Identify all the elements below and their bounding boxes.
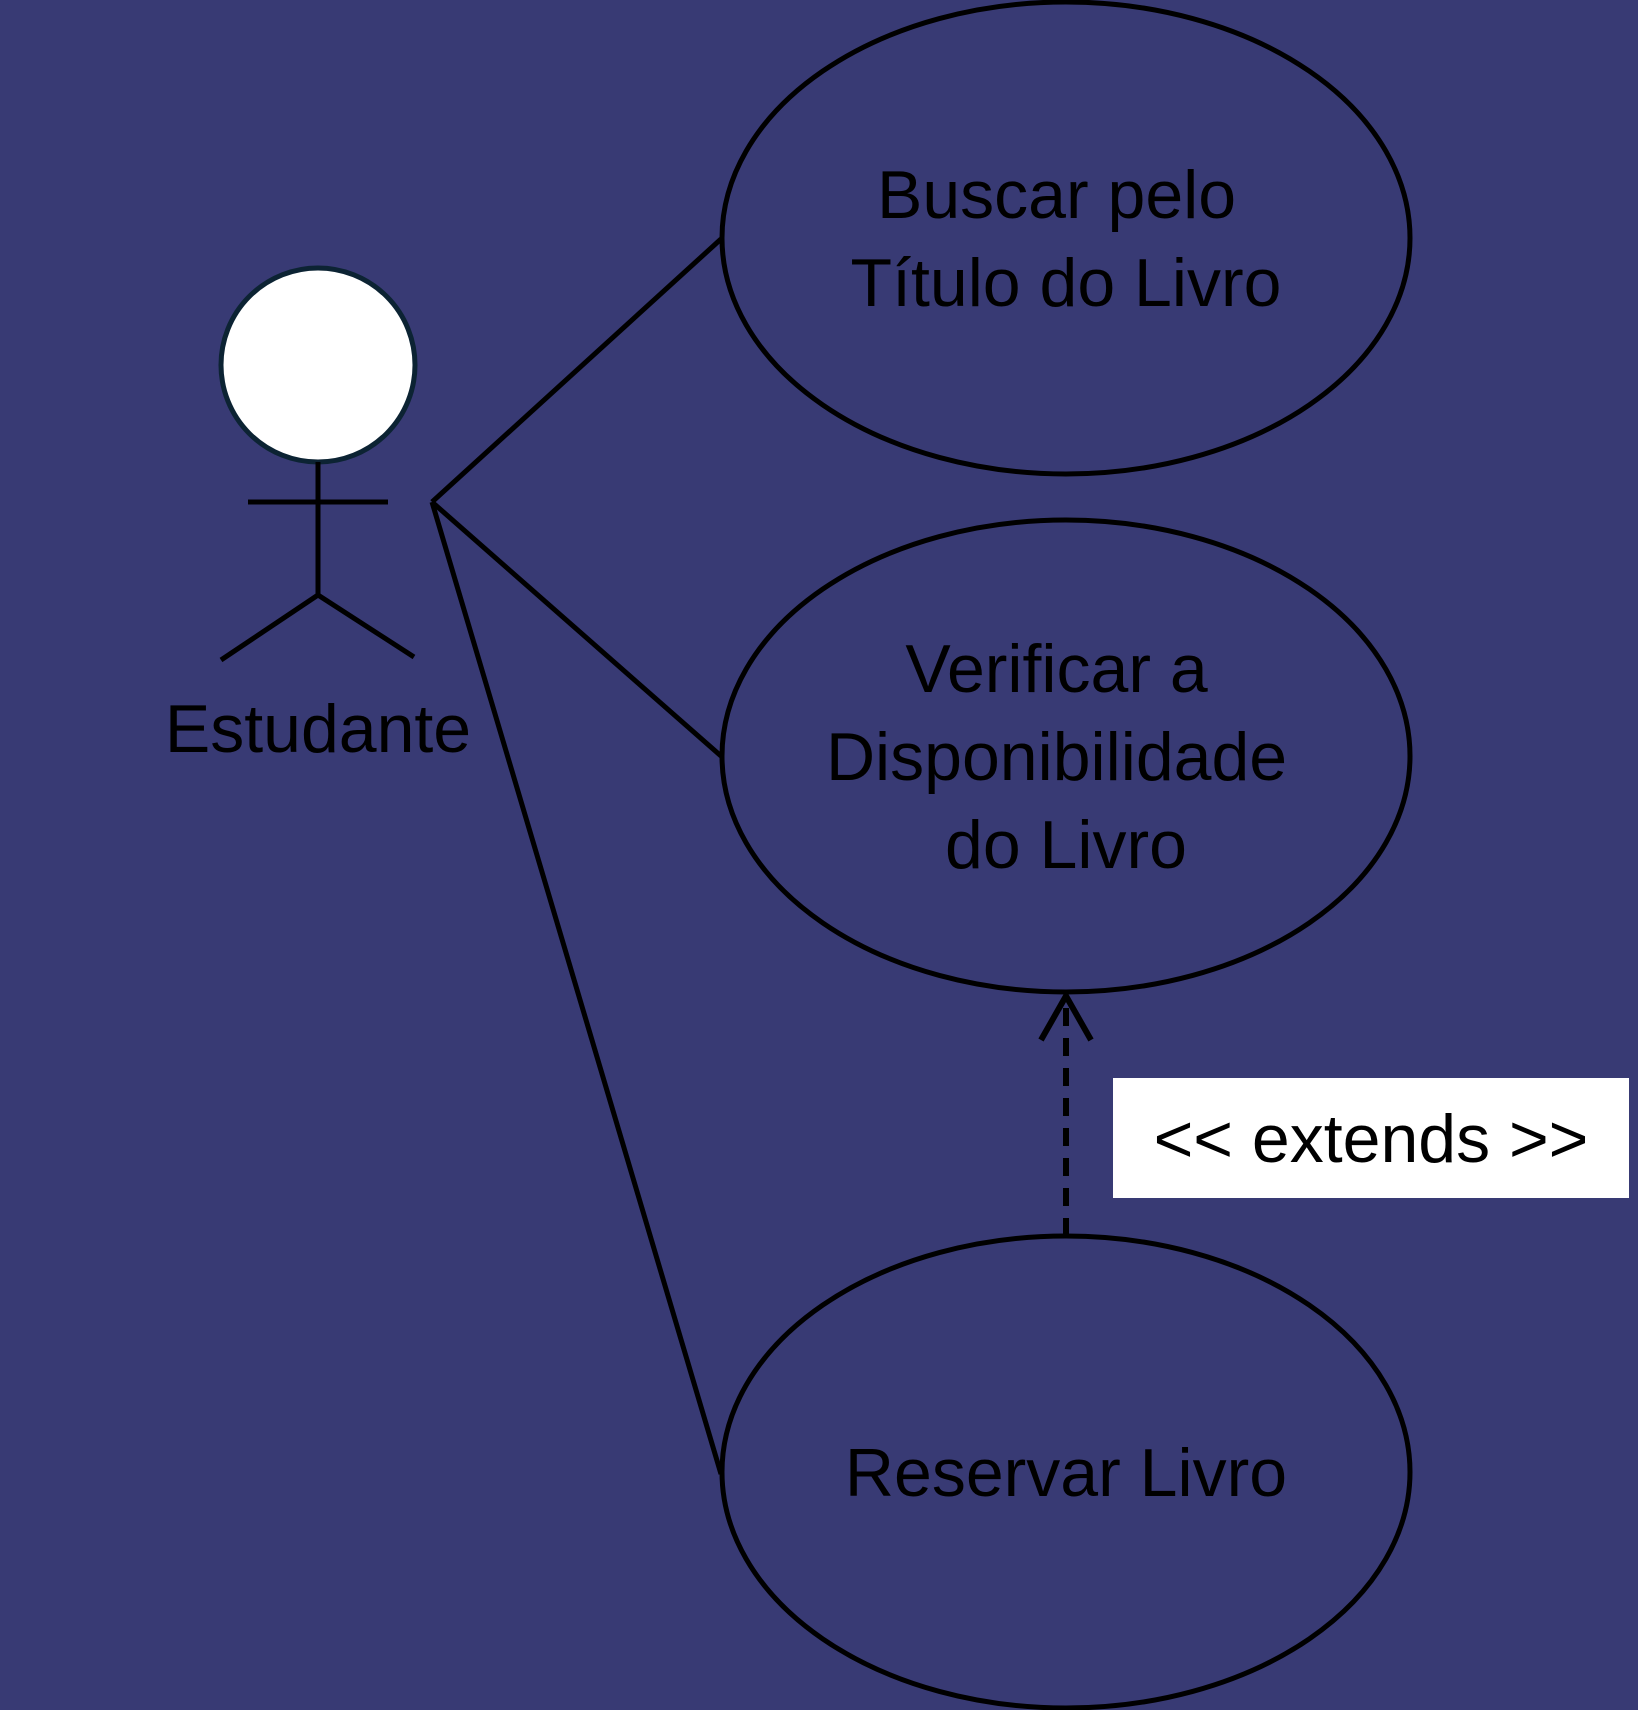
use-case-label-line: Reservar Livro	[845, 1435, 1287, 1511]
use-case-verificar[interactable]: Verificar a Disponibilidade do Livro	[719, 517, 1413, 995]
use-case-buscar[interactable]: Buscar pelo Título do Livro	[719, 0, 1413, 477]
actor-right-leg	[316, 592, 416, 660]
actor-left-leg	[219, 592, 320, 663]
extends-label: << extends >>	[1154, 1101, 1589, 1177]
use-case-label-line: Título do Livro	[851, 245, 1282, 321]
use-case-reservar[interactable]: Reservar Livro	[719, 1233, 1413, 1710]
extends-relationship[interactable]: << extends >>	[1038, 989, 1629, 1236]
association-verificar	[430, 500, 723, 758]
svg-text:Buscar pelo Título do: Buscar pelo Título do Livro	[851, 157, 1282, 321]
actor-estudante[interactable]: Estudante	[165, 265, 471, 767]
use-case-label-line: Disponibilidade	[826, 719, 1287, 795]
use-case-label-line: Verificar a	[905, 631, 1208, 707]
association-reservar	[429, 501, 724, 1475]
extends-label-box	[1113, 1078, 1629, 1198]
svg-text:Reservar Livro: Reservar Livro	[845, 1435, 1287, 1511]
extends-arrowhead-icon	[1038, 989, 1094, 1042]
use-case-ellipse	[719, 0, 1413, 477]
use-case-label-line: do Livro	[945, 807, 1187, 883]
use-case-label-line: Buscar pelo	[877, 157, 1236, 233]
actor-head	[218, 265, 418, 465]
actor-label: Estudante	[165, 691, 471, 767]
svg-text:Verificar a Disponibil: Verificar a Disponibilidade do Livro	[826, 631, 1306, 883]
association-buscar	[430, 237, 723, 504]
